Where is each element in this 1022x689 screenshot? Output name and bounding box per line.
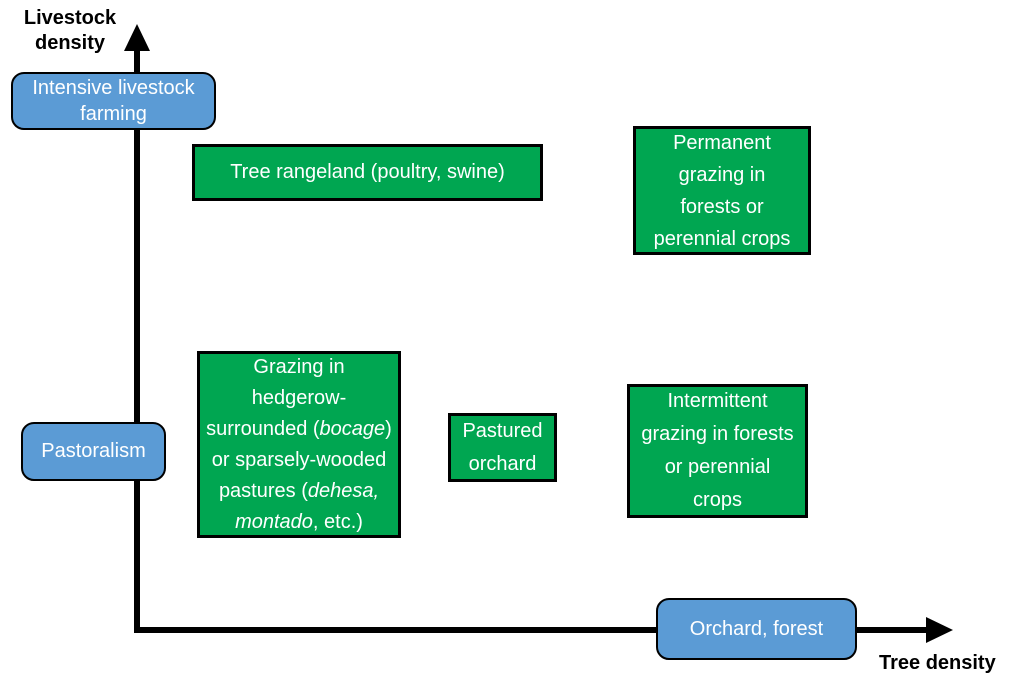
- up-arrow-icon: [124, 24, 150, 51]
- y-axis-line: [134, 42, 140, 633]
- right-arrow-icon: [926, 617, 953, 643]
- box-pastoralism: Pastoralism: [21, 422, 166, 481]
- x-axis-line: [134, 627, 928, 633]
- x-axis-label: Tree density: [879, 652, 996, 674]
- y-axis-label: Livestock density: [14, 6, 126, 56]
- y-axis-label-line2: density: [34, 32, 106, 54]
- box-orchard-forest: Orchard, forest: [656, 598, 857, 660]
- y-axis-label-line1: Livestock: [23, 7, 117, 29]
- box-tree-rangeland: Tree rangeland (poultry, swine): [192, 144, 543, 201]
